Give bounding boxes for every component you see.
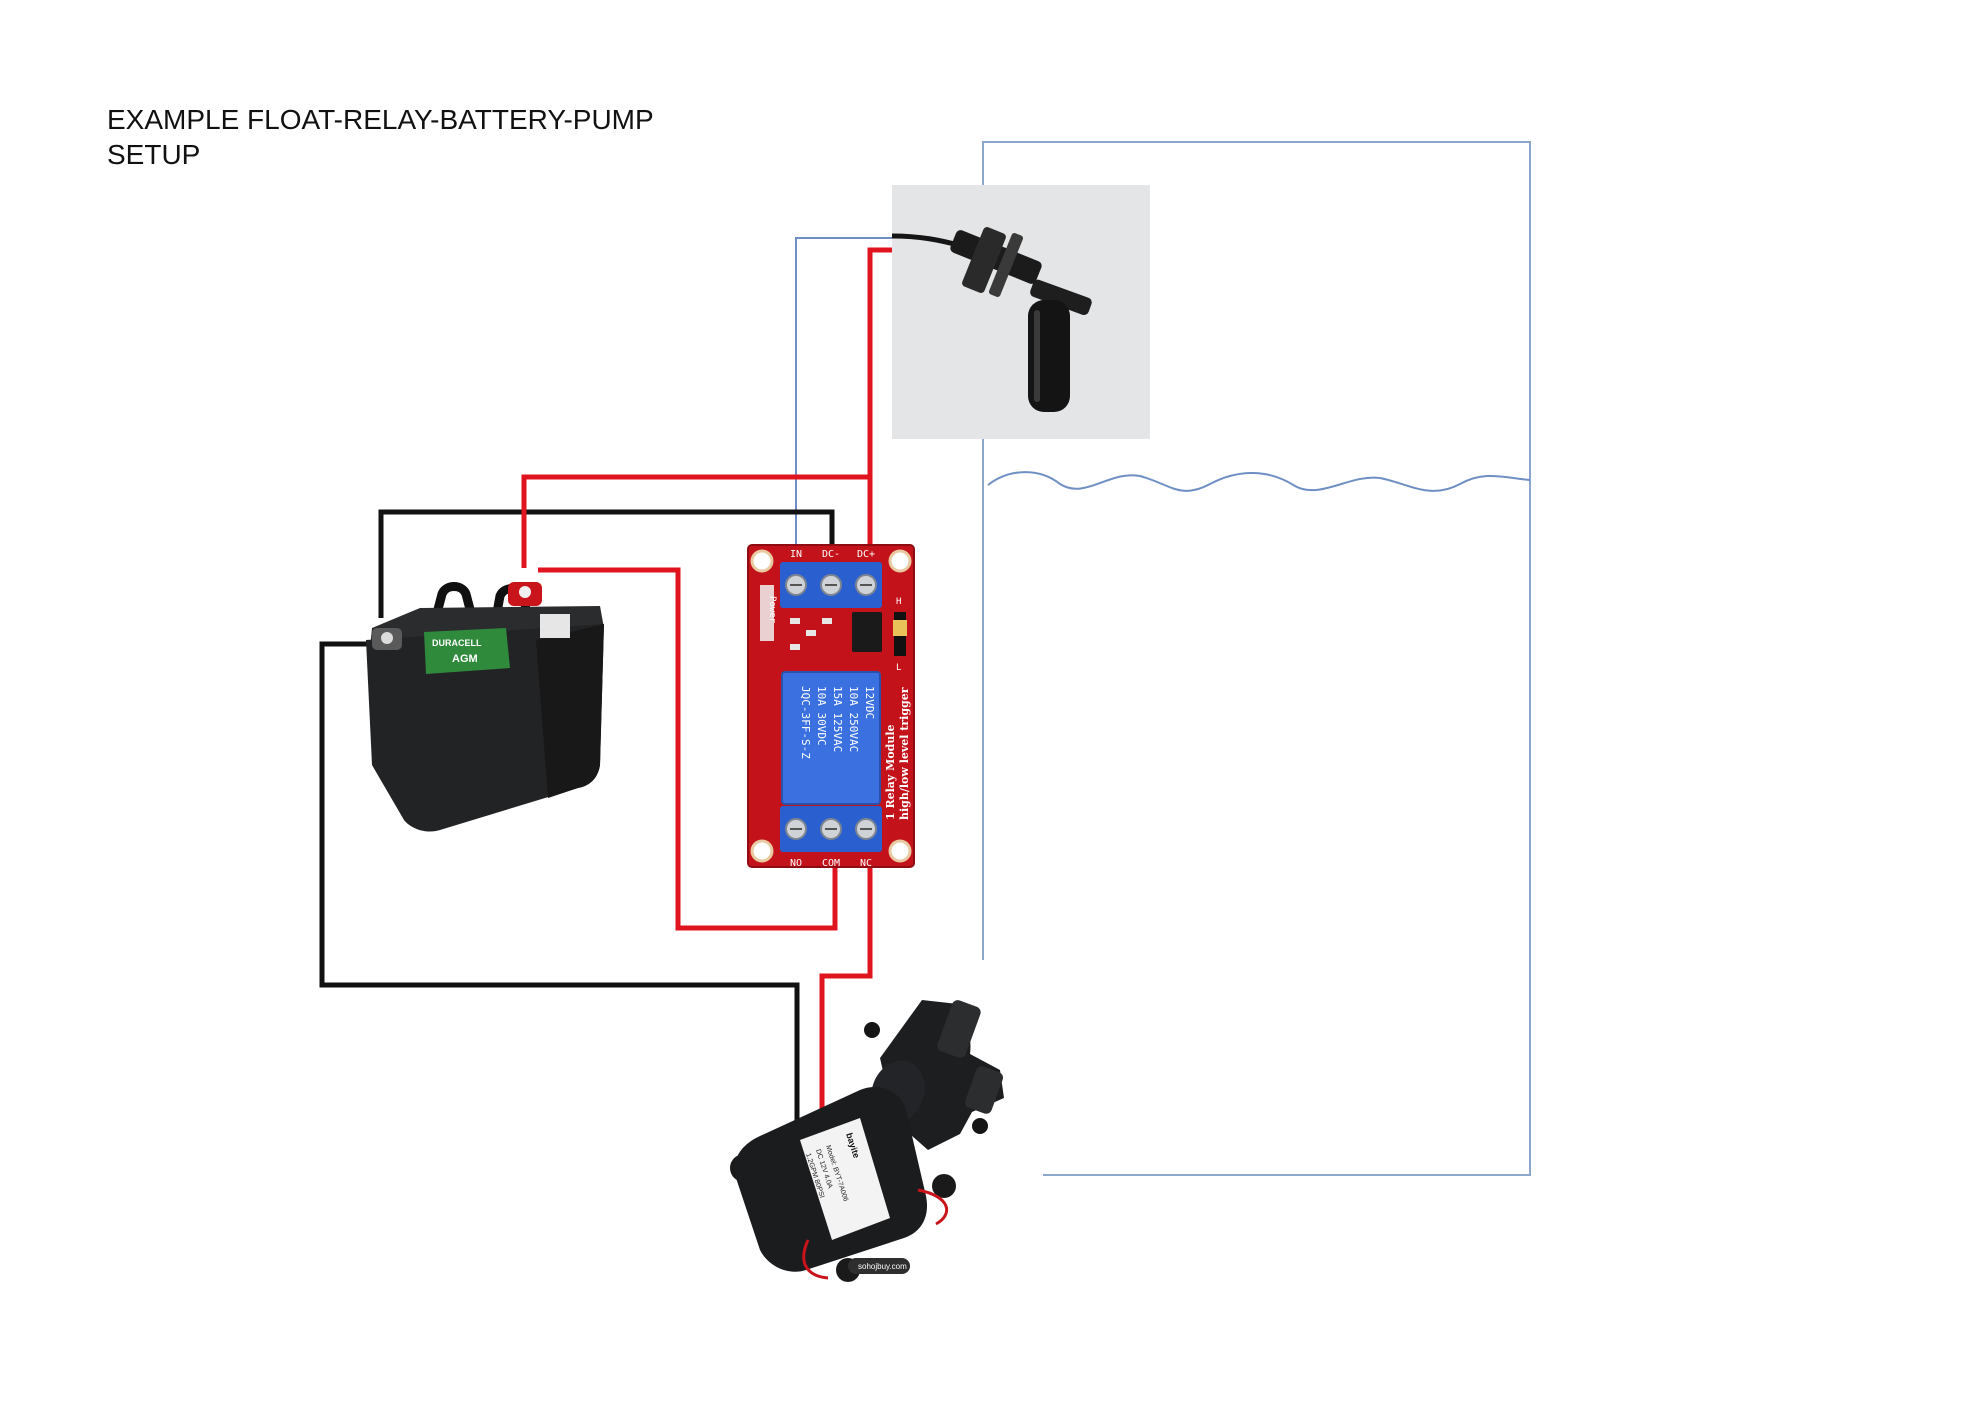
- pump-foot-right: [932, 1174, 956, 1198]
- relay-jumper-h: H: [896, 597, 901, 607]
- relay-coil-line-2: 10A 250VAC: [847, 686, 860, 752]
- battery-negative-post: [381, 632, 393, 644]
- title-line-2: SETUP: [107, 139, 201, 170]
- pump-side-knob-2: [972, 1118, 988, 1134]
- relay-terminal-label-com: COM: [822, 858, 840, 869]
- relay-terminal-label-dc: DC+: [857, 549, 875, 560]
- relay-coil-line-5: JQC-3FF-S-Z: [799, 686, 812, 759]
- pump-label-panel: [800, 1118, 890, 1240]
- relay-input-labels: IN DC- DC+: [790, 549, 875, 560]
- relay-coil: [781, 671, 881, 805]
- positive-wire-battery-to-com: [538, 567, 838, 931]
- battery-label-panel: [424, 628, 510, 674]
- relay-power-label: Power: [767, 596, 777, 624]
- battery-side-shade: [536, 624, 604, 798]
- battery-handle: [425, 582, 483, 642]
- battery-barcode: [540, 614, 570, 638]
- relay-mount-hole-tl: [750, 549, 774, 573]
- relay-output-labels: NO COM NC: [790, 858, 872, 869]
- pump-lead-wires: [802, 1239, 829, 1280]
- relay-terminal-label-no: NO: [790, 858, 802, 869]
- relay-mount-hole-br: [888, 839, 912, 863]
- relay-input-screws: [785, 574, 877, 596]
- negative-wire-battery-to-pump: [319, 641, 800, 1225]
- title-line-1: EXAMPLE FLOAT-RELAY-BATTERY-PUMP: [107, 104, 654, 135]
- relay-jumper-l: L: [896, 663, 901, 673]
- pump-watermark: sohojbuy.com: [858, 1262, 907, 1271]
- float-switch-icon: [891, 185, 1150, 439]
- relay-jumper-cap: [893, 620, 907, 636]
- pump-outlet-port: [937, 1000, 981, 1058]
- relay-terminal-label-in: IN: [790, 549, 802, 560]
- relay-terminal-label-dc: DC-: [822, 549, 840, 560]
- relay-coil-line-4: 10A 30VDC: [815, 686, 828, 746]
- signal-wire: [795, 237, 892, 552]
- relay-smd-component-4: [790, 644, 800, 650]
- battery-icon: DURACELL AGM: [366, 582, 604, 832]
- float-nut: [962, 227, 1006, 293]
- relay-module-line-1: 1 Relay Module: [884, 724, 897, 820]
- relay-coil-line-3: 15A 125VAC: [831, 686, 844, 752]
- positive-wire-battery-to-relay-dc: [521, 474, 868, 568]
- relay-power-led-block: [760, 585, 774, 641]
- pump-side-knob-1: [864, 1022, 880, 1038]
- relay-optocoupler: [852, 612, 882, 652]
- page-title: EXAMPLE FLOAT-RELAY-BATTERY-PUMP SETUP: [107, 102, 867, 172]
- negative-wire-battery-to-relay: [378, 509, 835, 618]
- battery-positive-post: [519, 586, 531, 598]
- relay-output-screws: [785, 818, 877, 840]
- negative-wires: [319, 509, 835, 1225]
- float-bulb-highlight: [1034, 310, 1040, 402]
- relay-module-line-2: high/low level trigger: [898, 687, 911, 820]
- relay-mount-hole-tr: [888, 549, 912, 573]
- pump-lead-wires-2: [917, 1188, 948, 1226]
- relay-mount-hole-bl: [750, 839, 774, 863]
- float-photo-background: [892, 185, 1150, 439]
- water-surface-line: [987, 471, 1531, 492]
- relay-smd-component-3: [822, 618, 832, 624]
- pump-inlet-port: [965, 1066, 1003, 1114]
- float-flange: [988, 233, 1024, 297]
- positive-wire-float-to-relay: [867, 247, 892, 556]
- battery-label: AGM: [452, 653, 478, 665]
- pump-watermark-badge: [848, 1258, 910, 1274]
- relay-smd-component-2: [806, 630, 816, 636]
- battery-brand: DURACELL: [432, 638, 482, 648]
- float-hinge: [1030, 279, 1092, 315]
- relay-terminal-label-nc: NC: [860, 858, 872, 869]
- relay-coil-line-1: 12VDC: [863, 686, 876, 719]
- relay-smd-component-1: [790, 618, 800, 624]
